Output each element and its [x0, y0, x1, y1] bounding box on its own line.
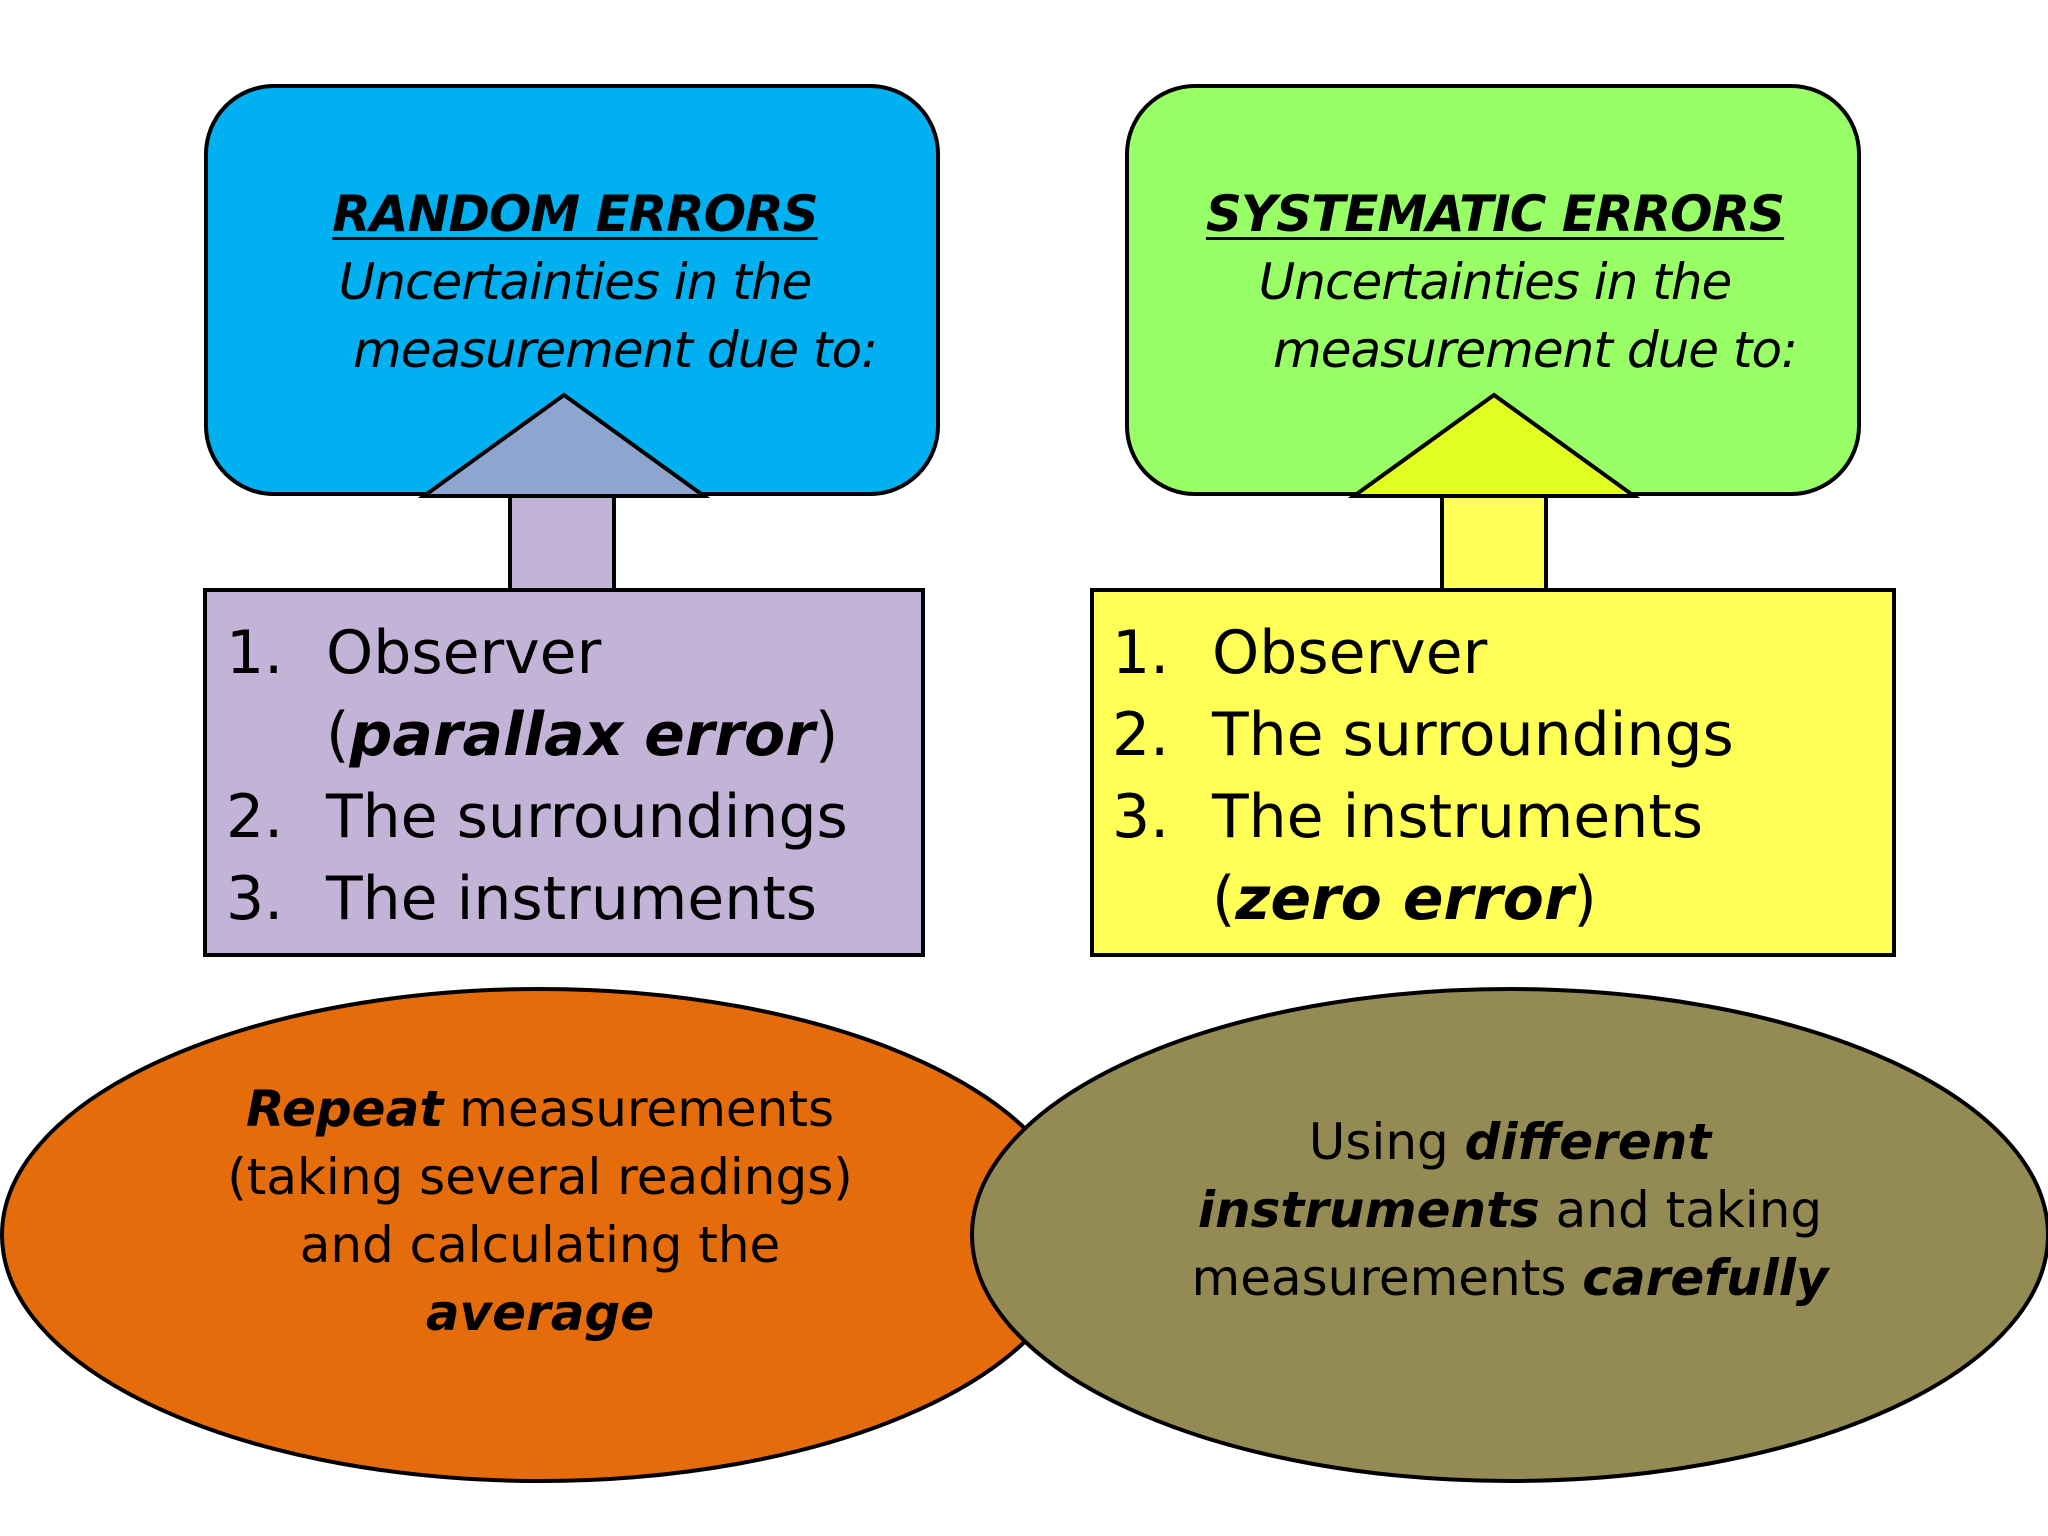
random-errors-text: RANDOM ERRORS Uncertainties in the measu…	[230, 180, 920, 384]
list-item-number: 1.	[226, 618, 284, 688]
list-item-label: The surroundings	[326, 782, 848, 852]
list-item-label: The instruments	[1212, 782, 1704, 852]
parallax-error-emphasis: parallax error	[349, 700, 815, 770]
list-item: 3. The instruments	[226, 858, 848, 940]
list-item-detail: (parallax error)	[326, 700, 839, 770]
list-item: 1. Observer	[1112, 612, 1734, 694]
list-item-number: 3.	[226, 864, 284, 934]
list-item-number: 2.	[1112, 700, 1170, 770]
list-item-detail: (zero error)	[1212, 864, 1597, 934]
list-item: 3. The instruments (zero error)	[1112, 776, 1734, 940]
zero-error-emphasis: zero error	[1235, 864, 1574, 934]
random-errors-heading: RANDOM ERRORS	[332, 185, 818, 243]
systematic-remedy-text: Using different instruments and taking m…	[1191, 1113, 1829, 1307]
systematic-remedy-ellipse	[970, 987, 2048, 1483]
random-arrow-stem	[508, 492, 616, 594]
systematic-arrow-stem	[1440, 492, 1548, 594]
list-item-number: 1.	[1112, 618, 1170, 688]
list-item-label: The instruments	[326, 864, 818, 934]
average-emphasis: average	[425, 1284, 655, 1342]
list-item: 1. Observer (parallax error)	[226, 612, 848, 776]
list-item: 2. The surroundings	[226, 776, 848, 858]
list-item-label: The surroundings	[1212, 700, 1734, 770]
instruments-emphasis: instruments	[1197, 1181, 1540, 1239]
list-item-label: Observer	[326, 618, 602, 688]
list-item-number: 3.	[1112, 782, 1170, 852]
systematic-errors-heading: SYSTEMATIC ERRORS	[1205, 185, 1785, 243]
systematic-errors-desc-line2: measurement due to:	[1273, 321, 1798, 379]
random-arrow-head	[417, 392, 711, 498]
list-item: 2. The surroundings	[1112, 694, 1734, 776]
list-item-number: 2.	[226, 782, 284, 852]
random-errors-desc-line2: measurement due to:	[353, 321, 878, 379]
random-remedy-text: Repeat measurements (taking several read…	[227, 1080, 853, 1342]
random-errors-desc-line1: Uncertainties in the	[338, 253, 813, 311]
systematic-errors-desc-line1: Uncertainties in the	[1258, 253, 1733, 311]
carefully-emphasis: carefully	[1582, 1249, 1829, 1307]
random-causes-list: 1. Observer (parallax error) 2. The surr…	[226, 612, 848, 940]
repeat-emphasis: Repeat	[245, 1080, 444, 1138]
systematic-causes-box	[1090, 588, 1896, 957]
random-causes-box	[203, 588, 925, 957]
systematic-errors-text: SYSTEMATIC ERRORS Uncertainties in the m…	[1150, 180, 1840, 384]
different-emphasis: different	[1464, 1113, 1712, 1171]
systematic-causes-list: 1. Observer 2. The surroundings 3. The i…	[1112, 612, 1734, 940]
list-item-label: Observer	[1212, 618, 1488, 688]
systematic-arrow-head	[1347, 392, 1641, 498]
